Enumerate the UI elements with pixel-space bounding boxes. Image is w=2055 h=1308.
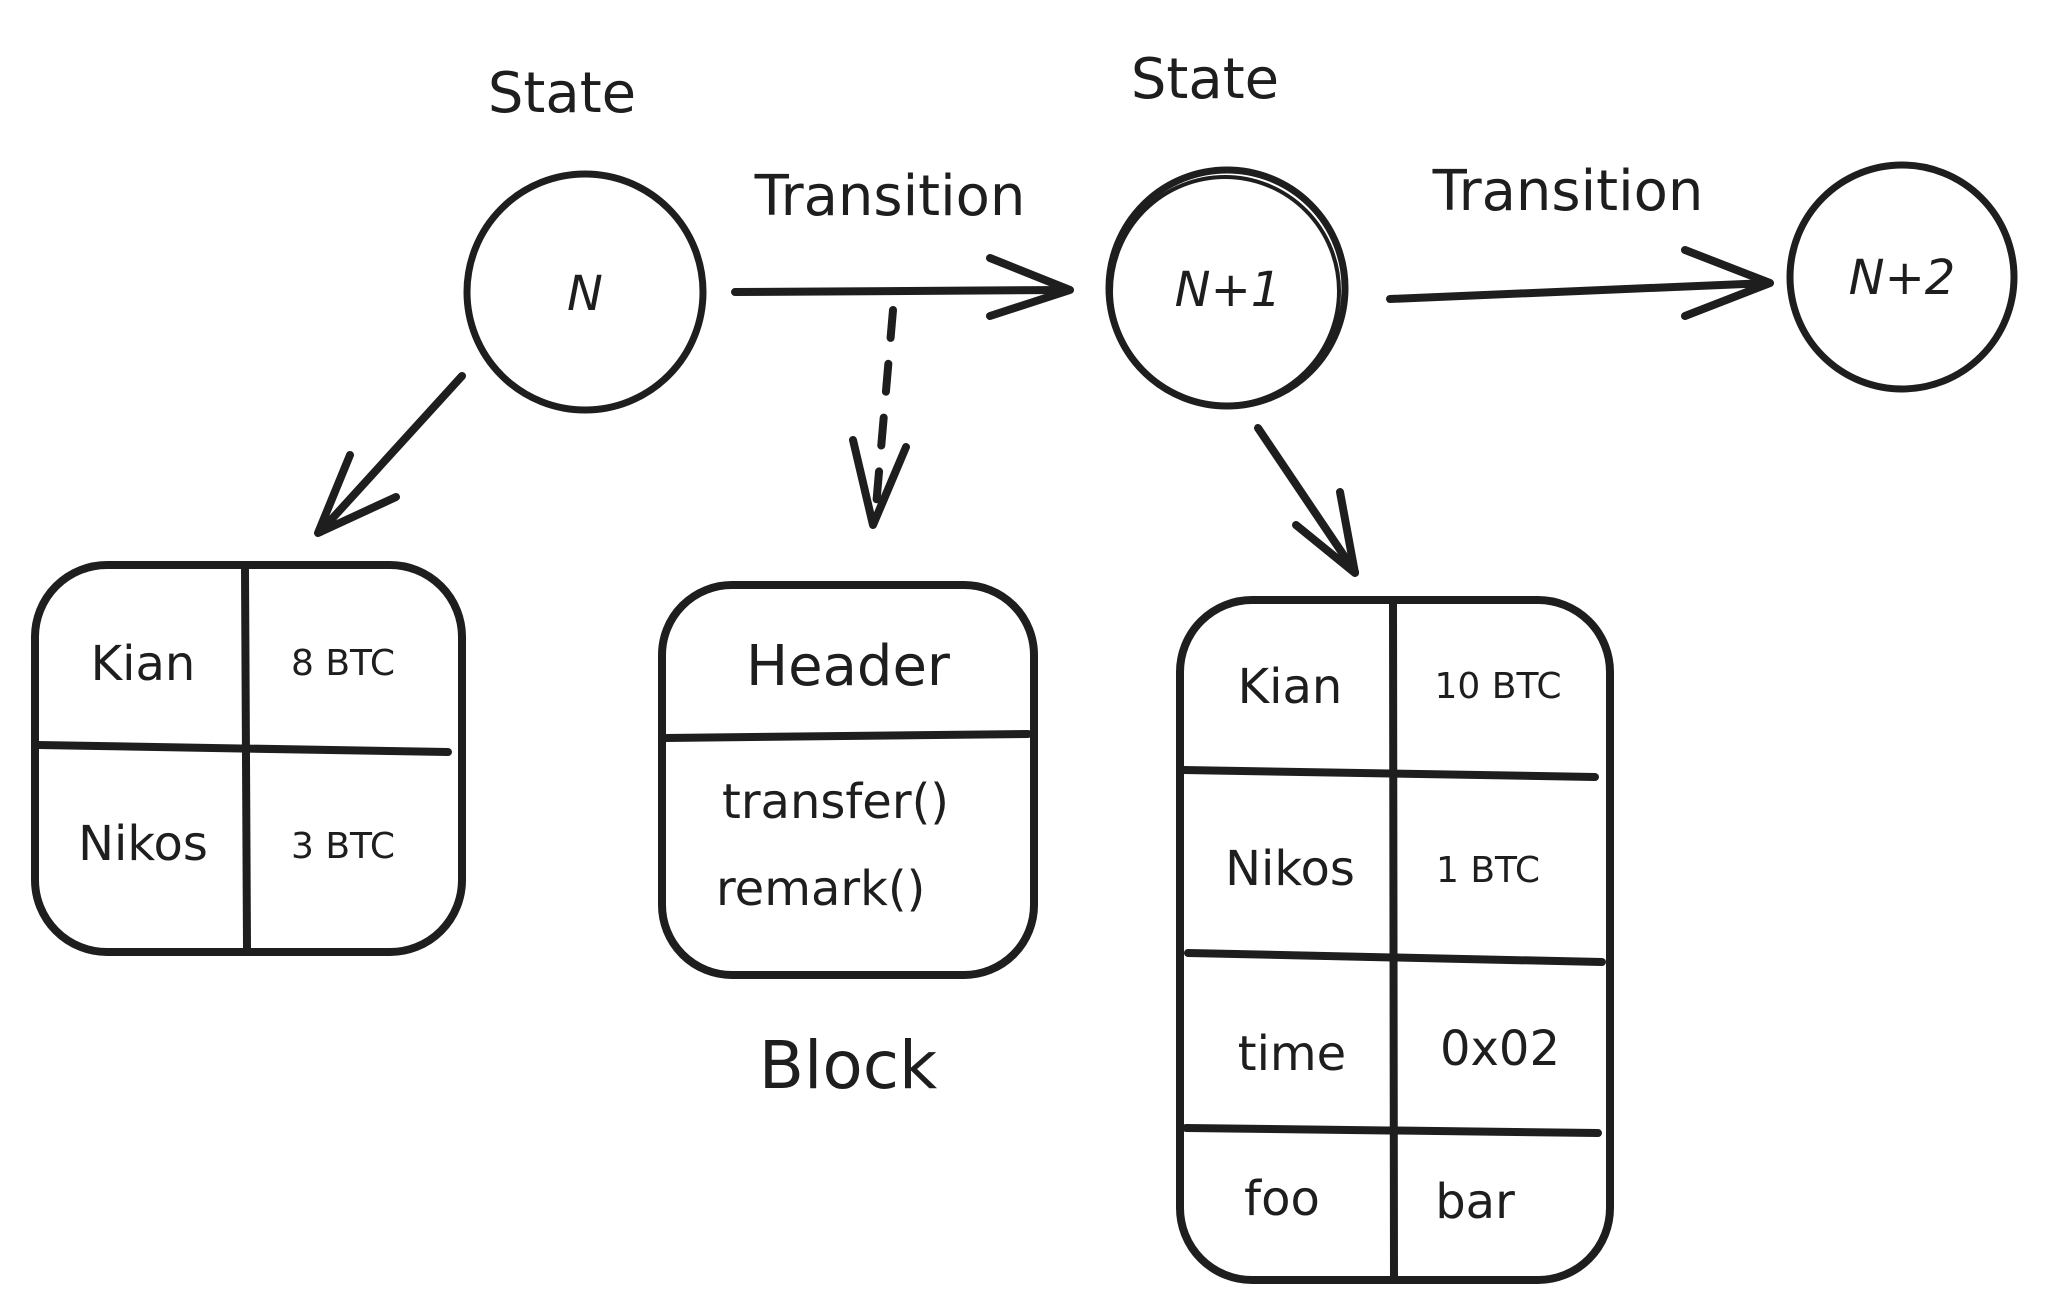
state-n1-table-key-3: time: [1238, 1026, 1346, 1082]
open-arrowhead-icon: [1292, 488, 1359, 577]
transition-first-arrow-shaft: [731, 286, 1072, 296]
state-n-table-frame: [31, 561, 466, 956]
arrow-transition-to-block: [849, 306, 910, 529]
arrow-state-n-to-table: [314, 372, 466, 537]
open-arrowhead-icon: [986, 254, 1074, 320]
state-n2: N+2: [1786, 161, 2018, 393]
state-n1-table-value-4: bar: [1435, 1174, 1515, 1230]
state-n-table-value-1: 8 BTC: [291, 643, 395, 684]
block-header: Header: [746, 634, 951, 699]
state-n1-table-row-divider-1: [1179, 766, 1599, 781]
state-n-table-value-2: 3 BTC: [291, 826, 395, 867]
state-n1-label: N+1: [1175, 262, 1282, 318]
arrow-shaft: [1254, 424, 1359, 576]
state-n-table-key-2: Nikos: [78, 816, 208, 872]
state-n1-table-column-divider: [1389, 598, 1398, 1282]
transition-second: Transition: [1386, 159, 1774, 320]
state-n-label: N: [567, 266, 603, 322]
open-arrowhead-icon: [314, 451, 400, 537]
state-n-table-row-divider: [34, 741, 452, 756]
state-n1-table-row-divider-3: [1182, 1124, 1602, 1137]
block-caption: Block: [759, 1027, 938, 1104]
transition-second-arrow-shaft: [1386, 279, 1772, 303]
state-n1-table-row-divider-2: [1184, 949, 1606, 966]
state-n1-table-value-2: 1 BTC: [1436, 850, 1540, 891]
transition-first-label: Transition: [754, 164, 1026, 229]
transition-first: Transition: [731, 164, 1074, 320]
open-arrowhead-icon: [849, 436, 910, 529]
state-n2-circle: [1786, 161, 2018, 393]
state-n1-circle-sketch: [1109, 175, 1341, 407]
block: Header transfer() remark() Block: [658, 581, 1038, 1104]
state-n1-table-value-3: 0x02: [1440, 1021, 1560, 1077]
block-header-divider: [661, 730, 1032, 742]
state-n-table-column-divider: [241, 566, 251, 952]
state-n1-table-key-4: foo: [1244, 1171, 1320, 1227]
state-n: State N: [463, 61, 707, 414]
state-n2-label: N+2: [1849, 250, 1956, 306]
block-call-2: remark(): [716, 861, 925, 917]
block-frame: [658, 581, 1038, 979]
transition-second-label: Transition: [1432, 159, 1704, 224]
state-n-circle: [463, 170, 707, 414]
state-n-caption: State: [488, 61, 636, 126]
dashed-arrow-shaft: [871, 306, 897, 522]
state-n1-caption: State: [1131, 47, 1279, 112]
state-n1-table-value-1: 10 BTC: [1435, 666, 1562, 707]
state-n1-table-key-1: Kian: [1238, 659, 1343, 715]
arrow-state-n1-to-table: [1254, 424, 1359, 577]
arrow-shaft: [316, 372, 466, 536]
state-n-table: Kian 8 BTC Nikos 3 BTC: [31, 561, 466, 956]
open-arrowhead-icon: [1681, 246, 1774, 320]
state-n1-table: Kian 10 BTC Nikos 1 BTC time 0x02 foo ba…: [1176, 596, 1614, 1284]
state-n1: State N+1: [1105, 47, 1349, 410]
state-n1-table-key-2: Nikos: [1225, 841, 1355, 897]
block-call-1: transfer(): [722, 774, 949, 830]
state-n-table-key-1: Kian: [91, 636, 196, 692]
